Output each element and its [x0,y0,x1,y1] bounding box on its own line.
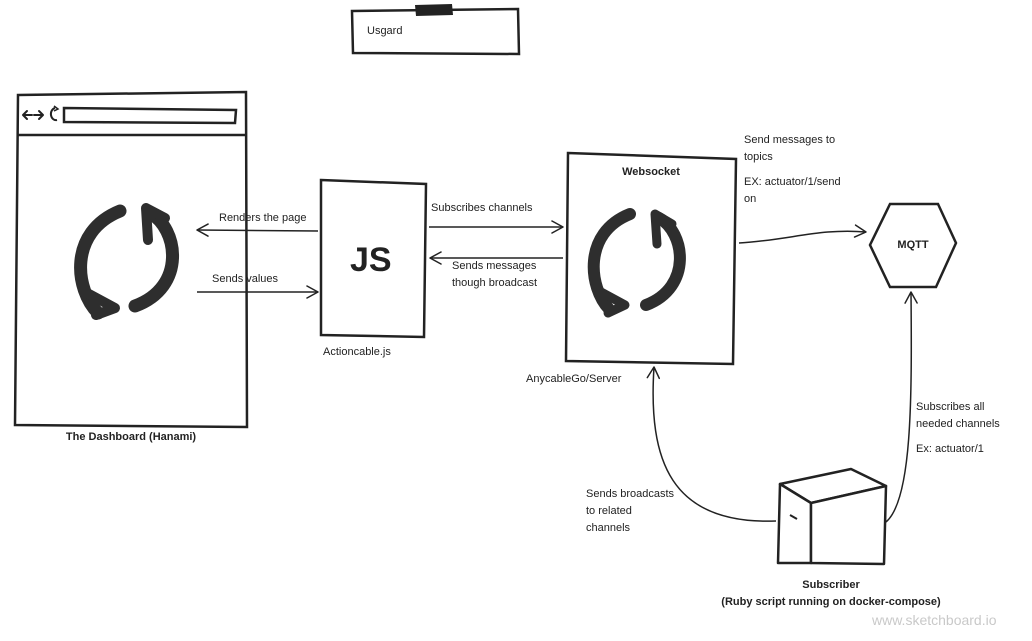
refresh-icon [587,208,686,318]
nav-arrows-icon [22,110,44,120]
js-box [319,178,428,339]
mqtt-hexagon [868,202,958,289]
subscriber-subtitle: (Ruby script running on docker-compose) [721,596,941,608]
subscribes-all-example: Ex: actuator/1 [916,443,984,455]
subscribes-all-label-2: needed channels [916,418,1000,430]
dashboard-title: The Dashboard (Hanami) [65,431,197,443]
sends-messages-label-2: though broadcast [452,277,538,289]
arrow-broadcast-to-websocket [646,366,777,522]
tape-mark [415,4,453,16]
refresh-icon [74,203,179,320]
broadcasts-label-2: to related [586,505,632,517]
subscriber-box [776,467,888,566]
topics-example-2: on [744,193,757,205]
broadcasts-label-1: Sends broadcasts [586,488,675,500]
websocket-box [564,151,738,366]
anycable-caption: AnycableGo/Server [526,373,622,385]
sends-values-label: Sends values [212,273,279,285]
js-label: JS [350,241,392,279]
usgard-box [350,4,521,56]
mqtt-label: MQTT [897,239,929,251]
arrow-subscriber-to-mqtt [885,291,918,523]
usgard-label: Usgard [367,25,403,37]
address-bar [62,106,238,125]
subscriber-title: Subscriber [802,579,860,591]
reload-icon [49,107,58,122]
topics-label-1: Send messages to [744,134,836,146]
websocket-title: Websocket [622,166,680,178]
actioncable-caption: Actioncable.js [323,346,391,358]
subscribes-channels-label: Subscribes channels [431,202,533,214]
arrow-to-mqtt [738,224,867,244]
browser-window [13,90,249,429]
topics-example-1: EX: actuator/1/send [744,176,841,188]
renders-page-label: Renders the page [219,212,307,224]
subscribes-all-label-1: Subscribes all [916,401,985,413]
watermark: www.sketchboard.io [872,612,997,628]
sends-messages-label-1: Sends messages [452,260,537,272]
topics-label-2: topics [744,151,773,163]
arrow-renders-page [196,223,319,237]
broadcasts-label-3: channels [586,522,631,534]
